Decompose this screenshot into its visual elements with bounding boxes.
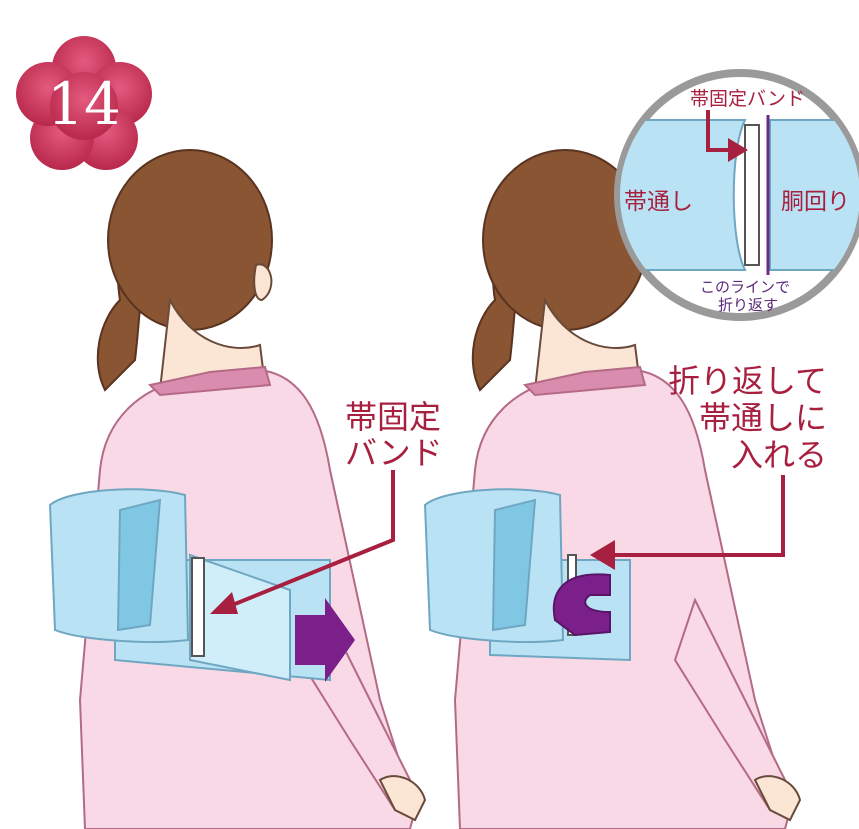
left-pull-arrow xyxy=(295,598,355,682)
step-badge xyxy=(16,36,152,170)
inset-fold-note-line1: このラインで xyxy=(700,278,791,296)
inset-fixing-band xyxy=(744,124,760,266)
left-fixing-band xyxy=(191,557,205,657)
left-label-line1: 帯固定 xyxy=(345,398,442,436)
left-obi xyxy=(48,488,331,682)
inset-top-label: 帯固定バンド xyxy=(690,88,805,110)
left-collar xyxy=(147,365,272,397)
right-pointer-arrowhead xyxy=(590,540,615,570)
left-figure xyxy=(48,149,427,829)
right-collar xyxy=(522,365,647,397)
right-label-line1: 折り返して xyxy=(667,362,827,400)
inset-right-label: 胴回り xyxy=(781,189,850,215)
step-number: 14 xyxy=(47,70,121,138)
right-fold-arrow xyxy=(552,573,611,637)
left-pointer-arrowhead xyxy=(210,592,238,614)
inset-left-label: 帯通し xyxy=(624,189,693,215)
left-hair xyxy=(96,149,273,392)
right-hair xyxy=(471,149,648,392)
right-pointer-arrow xyxy=(610,475,785,557)
inset-pointer-arrow xyxy=(706,110,732,152)
right-neck xyxy=(533,296,642,392)
left-pointer-arrow xyxy=(224,470,395,610)
right-label-line3: 入れる xyxy=(730,436,827,474)
left-label-line2: バンド xyxy=(345,434,443,472)
right-label-line2: 帯通しに xyxy=(698,399,827,437)
right-hand xyxy=(753,775,802,822)
left-hand xyxy=(378,775,427,822)
inset-pointer-arrowhead xyxy=(728,138,748,162)
right-figure xyxy=(423,149,802,829)
left-ear xyxy=(253,263,273,302)
left-neck xyxy=(158,296,267,392)
inset-zoom xyxy=(614,69,859,321)
inset-fold-note-line2: 折り返す xyxy=(718,296,779,314)
